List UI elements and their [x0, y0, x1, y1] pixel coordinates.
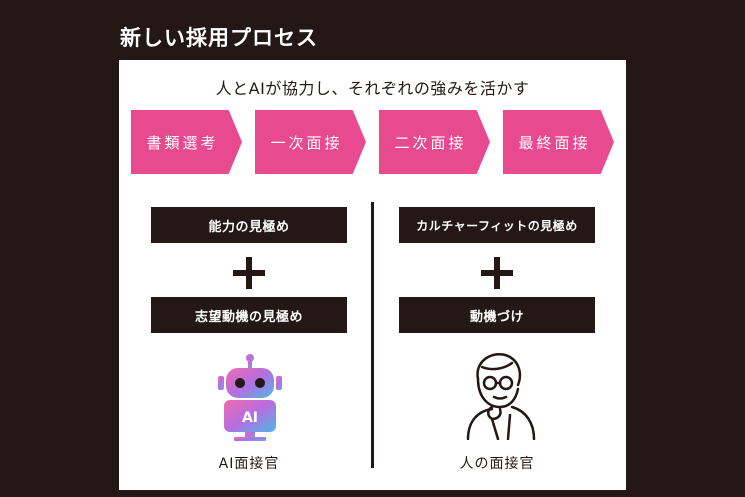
ai-interviewer-caption: AI面接官 — [218, 456, 280, 472]
step-final-interview: 最終面接 — [503, 110, 614, 174]
panel-subtitle: 人とAIが協力し、それぞれの強みを活かす — [215, 79, 530, 98]
ai-role-ability: 能力の見極め — [151, 207, 347, 243]
human-role-motivating: 動機づけ — [399, 297, 595, 333]
ai-role-motivation: 志望動機の見極め — [151, 297, 347, 333]
human-interviewer-caption: 人の面接官 — [459, 456, 535, 472]
process-steps: 書類選考 一次面接 二次面接 最終面接 — [131, 110, 616, 174]
page-title: 新しい採用プロセス — [120, 26, 318, 50]
human-role-culture-fit: カルチャーフィットの見極め — [399, 207, 595, 243]
plus-icon — [231, 255, 267, 291]
plus-icon — [479, 255, 515, 291]
robot-icon: AI — [218, 354, 282, 441]
step-document-screening: 書類選考 — [131, 110, 242, 174]
person-thinking-icon — [466, 353, 536, 440]
step-first-interview: 一次面接 — [255, 110, 366, 174]
step-second-interview: 二次面接 — [379, 110, 490, 174]
process-panel: 人とAIが協力し、それぞれの強みを活かす 書類選考 一次面接 二次面接 最終面接… — [119, 60, 626, 490]
robot-screen-label: AI — [242, 410, 258, 426]
column-divider — [371, 202, 374, 468]
